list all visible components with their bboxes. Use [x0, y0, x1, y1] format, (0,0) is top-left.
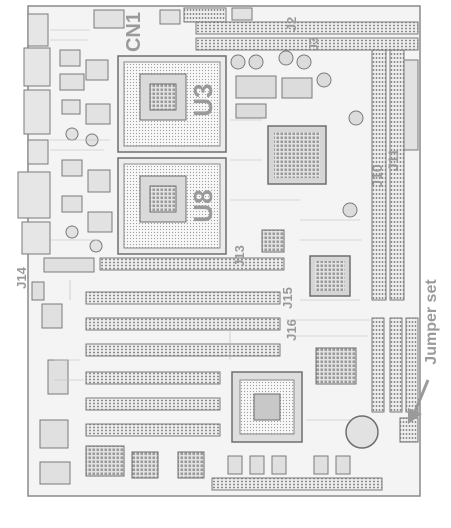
label-jumper-set: Jumper set	[423, 279, 440, 365]
expansion-slot-2	[85, 371, 221, 385]
slot-j15	[85, 291, 281, 305]
slot-j2	[195, 21, 419, 35]
battery	[345, 415, 379, 449]
small-ic	[261, 229, 285, 253]
lower-slot-b	[389, 317, 403, 413]
label-cn1: CN1	[123, 12, 145, 52]
capacitor-cluster	[230, 50, 364, 218]
lower-slot-a	[371, 317, 385, 413]
expansion-slot-4	[85, 423, 221, 437]
north-bridge-chip	[267, 125, 327, 185]
bottom-chip-row	[85, 445, 205, 479]
slot-j10	[371, 49, 387, 301]
rear-io-connectors	[17, 13, 51, 255]
label-j16: J16	[284, 319, 299, 341]
slot-j11	[389, 49, 405, 301]
label-u3: U3	[188, 83, 218, 116]
slot-j3	[195, 37, 419, 51]
label-j14: J14	[14, 266, 29, 288]
south-bridge-chip	[309, 255, 351, 297]
bottom-components	[39, 455, 351, 485]
label-j15: J15	[280, 287, 295, 309]
lower-main-chip	[231, 371, 303, 443]
slot-j13	[99, 257, 285, 271]
jumper-set-arrow	[408, 379, 430, 424]
pcb-traces	[50, 29, 370, 421]
right-edge-connector	[403, 59, 419, 151]
label-j3: J3	[306, 37, 321, 51]
bottom-edge-connector	[211, 477, 383, 491]
top-connectors	[93, 7, 253, 29]
cpu-socket-u3	[117, 55, 227, 153]
slot-j14	[43, 257, 95, 273]
lower-slot-c	[405, 317, 419, 413]
expansion-slot-1	[85, 343, 281, 357]
cpu-socket-u8	[117, 157, 227, 255]
label-j13: J13	[232, 245, 247, 267]
label-u8: U8	[188, 189, 218, 222]
lower-right-ic	[315, 347, 357, 385]
slot-j16	[85, 317, 281, 331]
label-j10: J10	[369, 164, 385, 188]
label-j11: J11	[385, 148, 401, 171]
left-ics	[31, 281, 69, 449]
expansion-slot-3	[85, 397, 221, 411]
label-j2: J2	[284, 17, 299, 31]
